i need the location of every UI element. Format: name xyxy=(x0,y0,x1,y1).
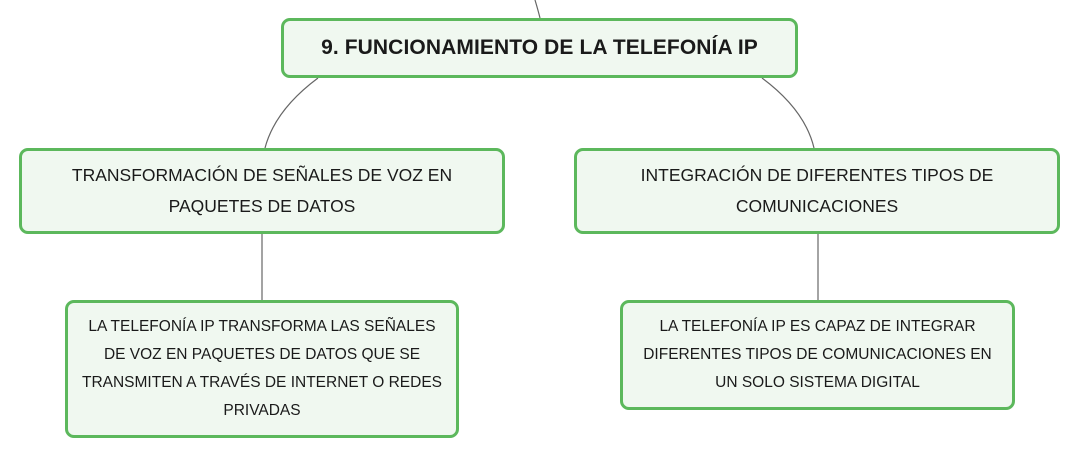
branch-node-communications-integration[interactable]: INTEGRACIÓN DE DIFERENTES TIPOS DE COMUN… xyxy=(574,148,1060,234)
connector-root-to-right xyxy=(761,77,815,149)
connector-root-to-left xyxy=(264,77,319,149)
branch-node-voice-to-data-label: TRANSFORMACIÓN DE SEÑALES DE VOZ EN PAQU… xyxy=(71,165,453,216)
detail-node-voice-to-data-text: LA TELEFONÍA IP TRANSFORMA LAS SEÑALES D… xyxy=(81,318,442,419)
branch-node-communications-integration-label: INTEGRACIÓN DE DIFERENTES TIPOS DE COMUN… xyxy=(640,165,994,216)
root-node[interactable]: 9. FUNCIONAMIENTO DE LA TELEFONÍA IP xyxy=(281,18,798,78)
root-node-label: 9. FUNCIONAMIENTO DE LA TELEFONÍA IP xyxy=(321,36,758,59)
detail-node-communications-integration[interactable]: LA TELEFONÍA IP ES CAPAZ DE INTEGRAR DIF… xyxy=(620,300,1015,410)
branch-node-voice-to-data[interactable]: TRANSFORMACIÓN DE SEÑALES DE VOZ EN PAQU… xyxy=(19,148,505,234)
connector-incoming-root xyxy=(534,0,541,19)
detail-node-voice-to-data[interactable]: LA TELEFONÍA IP TRANSFORMA LAS SEÑALES D… xyxy=(65,300,459,438)
detail-node-communications-integration-text: LA TELEFONÍA IP ES CAPAZ DE INTEGRAR DIF… xyxy=(643,318,992,391)
